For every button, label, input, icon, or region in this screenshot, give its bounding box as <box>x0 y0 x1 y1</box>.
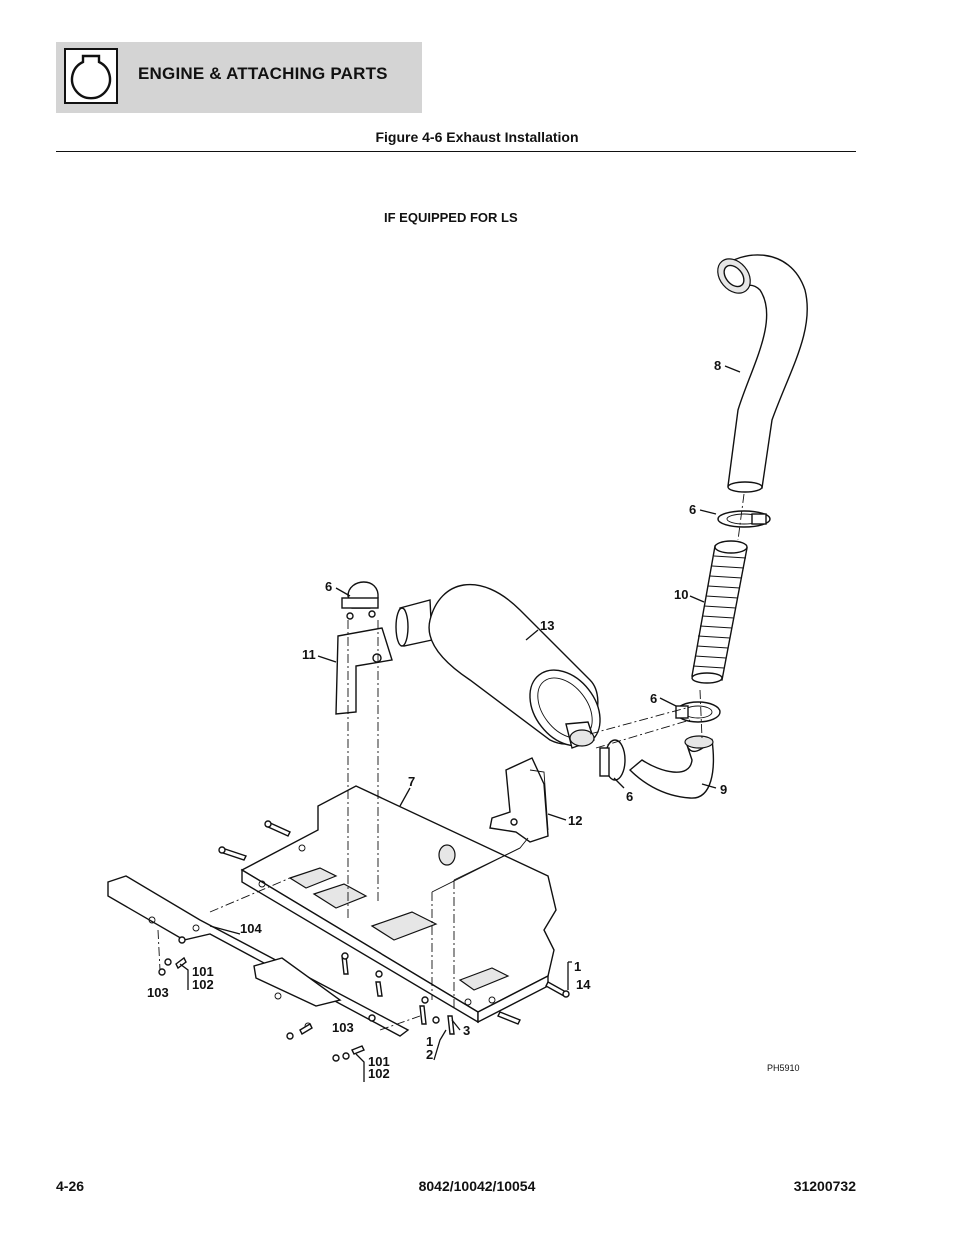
side-plate <box>107 875 410 1037</box>
clamp-mid-right <box>675 701 721 723</box>
callout-13: 13 <box>540 618 554 633</box>
callout-102-a: 102 <box>192 977 214 992</box>
clamp-upper <box>717 510 771 528</box>
base-plate <box>240 785 557 1024</box>
callout-102-b: 102 <box>368 1066 390 1081</box>
callout-104: 104 <box>240 921 262 936</box>
callout-10: 10 <box>674 587 688 602</box>
tail-pipe <box>717 254 808 493</box>
leader-lines <box>179 365 741 1082</box>
fasteners <box>158 820 570 1062</box>
callout-103-b: 103 <box>332 1020 354 1035</box>
callout-1-b: 1 <box>426 1034 433 1049</box>
callout-6-top: 6 <box>689 502 696 517</box>
clamp-lower <box>599 739 626 781</box>
elbow-pipe <box>628 735 715 799</box>
bracket-11 <box>335 627 393 715</box>
figure-title: Figure 4-6 Exhaust Installation <box>375 129 579 145</box>
callout-11: 11 <box>302 647 316 662</box>
callout-3: 3 <box>463 1023 470 1038</box>
bracket-12 <box>489 757 549 843</box>
clamp-muffler-top <box>341 581 379 620</box>
section-title: ENGINE & ATTACHING PARTS <box>138 64 388 83</box>
callout-6-low: 6 <box>626 789 633 804</box>
document-number: 31200732 <box>793 1178 856 1194</box>
callout-9: 9 <box>720 782 727 797</box>
callout-1-a: 1 <box>574 959 581 974</box>
callout-101-a: 101 <box>192 964 214 979</box>
callout-2: 2 <box>426 1047 433 1062</box>
center-lines <box>157 493 745 1031</box>
flex-pipe <box>691 540 748 684</box>
model-numbers: 8042/10042/10054 <box>418 1178 536 1194</box>
drawing-code: PH5910 <box>767 1063 800 1073</box>
callout-101-b: 101 <box>368 1054 390 1069</box>
figure-subtitle: IF EQUIPPED FOR LS <box>384 210 518 225</box>
callout-6-mid: 6 <box>650 691 657 706</box>
callout-7: 7 <box>408 774 415 789</box>
page-number: 4-26 <box>56 1178 85 1194</box>
header-divider <box>56 151 856 152</box>
callout-103-a: 103 <box>147 985 169 1000</box>
muffler <box>395 583 601 749</box>
section-header: ENGINE & ATTACHING PARTS <box>56 42 422 113</box>
callout-14: 14 <box>576 977 591 992</box>
callout-6-left: 6 <box>325 579 332 594</box>
callout-12: 12 <box>568 813 582 828</box>
callout-8: 8 <box>714 358 721 373</box>
engine-section-icon <box>64 48 118 104</box>
